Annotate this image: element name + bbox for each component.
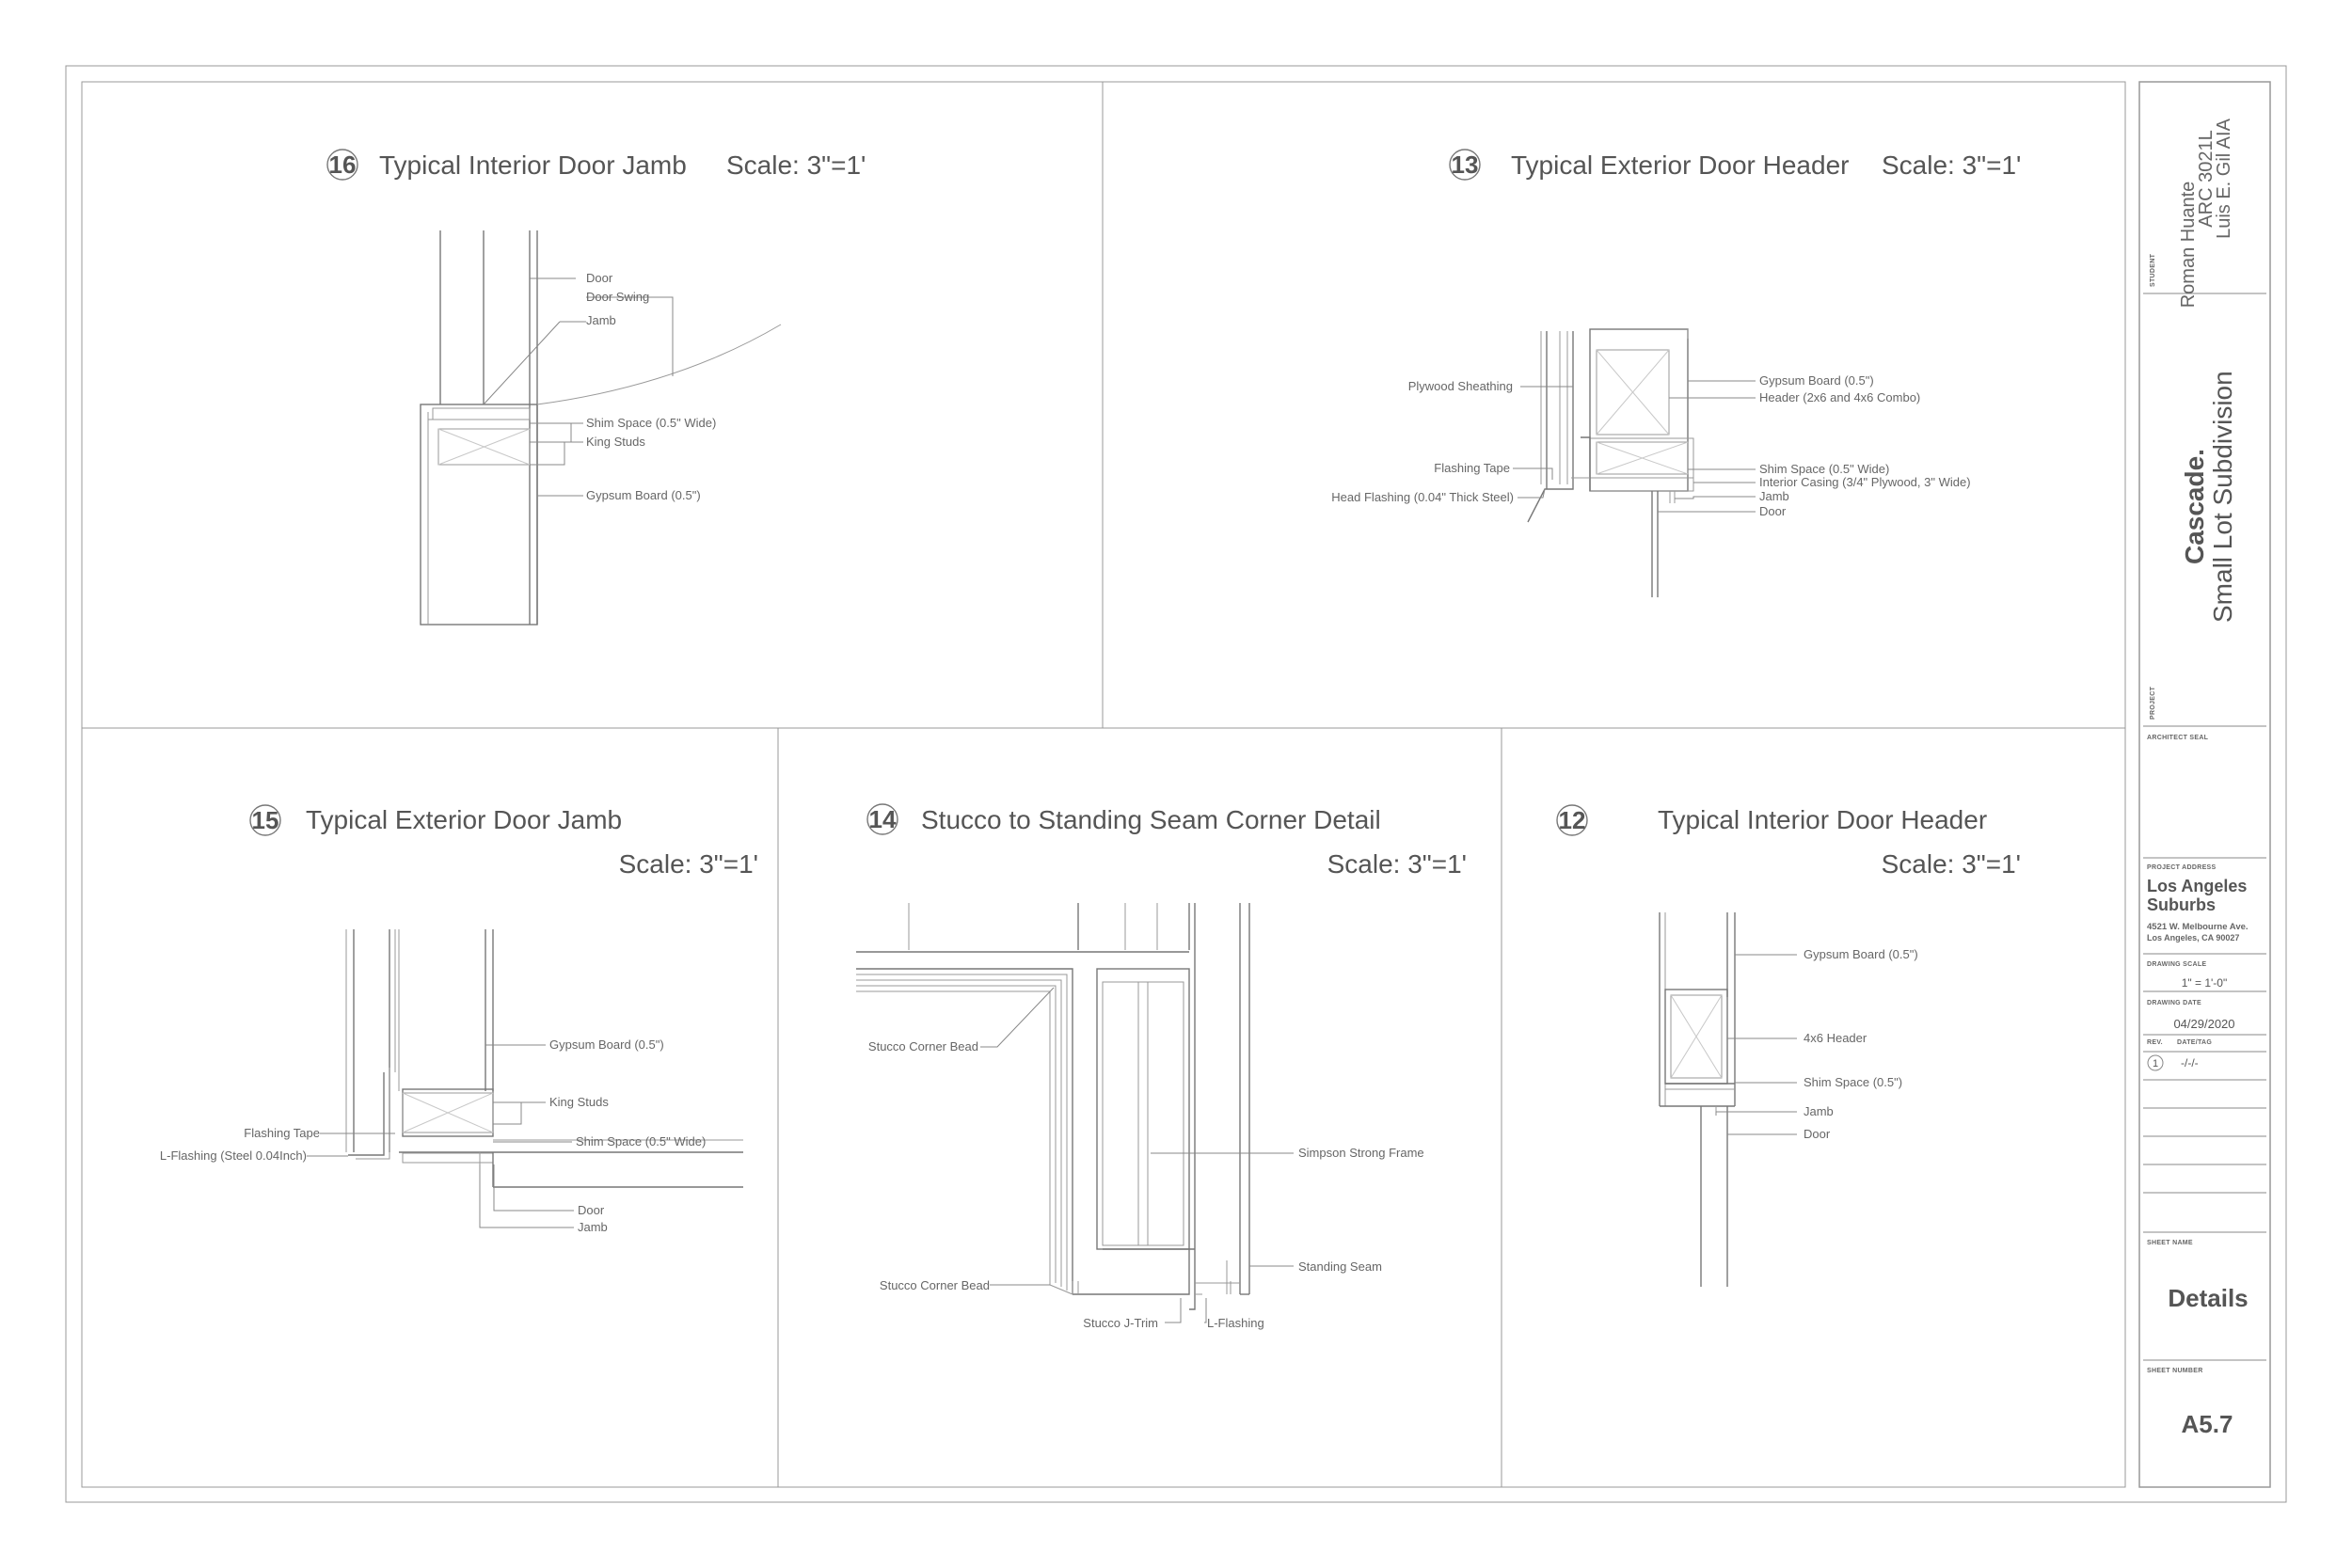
detail-scale: Scale: 3"=1' bbox=[1327, 849, 1467, 879]
sheet-number-label: SHEET NUMBER bbox=[2147, 1368, 2203, 1374]
callout-label: Flashing Tape bbox=[1434, 461, 1510, 475]
detail-12-drawing bbox=[1659, 912, 1736, 1287]
sheet-number: A5.7 bbox=[2182, 1410, 2233, 1438]
callout-label: L-Flashing (Steel 0.04Inch) bbox=[160, 1148, 307, 1163]
detail-15-drawing bbox=[345, 929, 743, 1188]
address-title: Suburbs bbox=[2147, 895, 2216, 914]
detail-number-circle bbox=[866, 803, 898, 835]
callout-label: Shim Space (0.5" Wide) bbox=[586, 416, 716, 430]
callout-label: Door bbox=[578, 1203, 605, 1217]
address-line: 4521 W. Melbourne Ave. bbox=[2147, 922, 2249, 932]
rev-number: 1 bbox=[2153, 1058, 2158, 1069]
project-address-label: PROJECT ADDRESS bbox=[2147, 864, 2217, 871]
detail-number: 12 bbox=[1559, 806, 1586, 834]
drawing-date: 04/29/2020 bbox=[2173, 1017, 2234, 1031]
callout-label: Shim Space (0.5" Wide) bbox=[1759, 462, 1889, 476]
callout-label: Shim Space (0.5") bbox=[1804, 1075, 1902, 1089]
detail-16-leaders bbox=[530, 277, 674, 497]
detail-number-circle bbox=[1556, 804, 1588, 836]
callout-label: Gypsum Board (0.5") bbox=[1804, 947, 1918, 961]
detail-title: Typical Interior Door Header bbox=[1658, 805, 1987, 834]
callout-label: Gypsum Board (0.5") bbox=[1759, 373, 1874, 388]
detail-15: 15 Typical Exterior Door Jamb Scale: 3"=… bbox=[160, 804, 758, 1234]
student-label: STUDENT bbox=[2150, 253, 2156, 287]
project-name: Cascade. bbox=[2180, 449, 2209, 564]
callout-label: L-Flashing bbox=[1207, 1316, 1264, 1330]
outer-border bbox=[65, 65, 2287, 1503]
detail-number: 14 bbox=[869, 805, 897, 833]
architect-seal-label: ARCHITECT SEAL bbox=[2147, 735, 2209, 741]
drawing-scale-label: DRAWING SCALE bbox=[2147, 961, 2206, 968]
callout-label: Head Flashing (0.04" Thick Steel) bbox=[1331, 490, 1514, 504]
callout-label: Stucco Corner Bead bbox=[868, 1039, 978, 1053]
callout-label: Flashing Tape bbox=[244, 1126, 320, 1140]
callout-label: Stucco J-Trim bbox=[1083, 1316, 1158, 1330]
detail-12-leaders bbox=[1715, 954, 1797, 1135]
callout-label: Interior Casing (3/4" Plywood, 3" Wide) bbox=[1759, 475, 1971, 489]
project-subtitle: Small Lot Subdivision bbox=[2208, 371, 2237, 623]
detail-15-leaders bbox=[307, 1044, 574, 1228]
callout-label: Gypsum Board (0.5") bbox=[586, 488, 701, 502]
callout-label: Jamb bbox=[578, 1220, 608, 1234]
detail-13-leaders bbox=[1513, 380, 1756, 513]
callout-label: Door bbox=[1804, 1127, 1831, 1141]
revision-circle bbox=[2147, 1054, 2164, 1071]
callout-label: Door bbox=[1759, 504, 1787, 518]
callout-label: King Studs bbox=[549, 1095, 609, 1109]
detail-number: 15 bbox=[252, 806, 279, 834]
student-name: Roman Huante bbox=[2178, 182, 2199, 309]
address-title: Los Angeles bbox=[2147, 877, 2247, 895]
callout-label: 4x6 Header bbox=[1804, 1031, 1867, 1045]
drawing-area-border bbox=[81, 81, 2126, 1488]
callout-label: Plywood Sheathing bbox=[1408, 379, 1513, 393]
callout-label: Gypsum Board (0.5") bbox=[549, 1037, 664, 1052]
detail-12: 12 Typical Interior Door Header Scale: 3… bbox=[1556, 804, 2021, 1287]
drawing-scale: 1" = 1'-0" bbox=[2182, 976, 2228, 990]
detail-16: 16 Typical Interior Door Jamb Scale: 3"=… bbox=[326, 149, 866, 626]
callout-label: Door Swing bbox=[586, 290, 649, 304]
detail-13-drawing bbox=[1527, 328, 1694, 597]
detail-scale: Scale: 3"=1' bbox=[1882, 150, 2021, 180]
course-code: ARC 3021L bbox=[2196, 130, 2217, 227]
callout-label: Jamb bbox=[1759, 489, 1789, 503]
detail-scale: Scale: 3"=1' bbox=[1882, 849, 2021, 879]
detail-14: 14 Stucco to Standing Seam Corner Detail… bbox=[856, 803, 1467, 1330]
detail-number: 16 bbox=[329, 150, 357, 179]
detail-16-drawing bbox=[420, 230, 782, 626]
detail-title: Stucco to Standing Seam Corner Detail bbox=[921, 805, 1381, 834]
address-line: Los Angeles, CA 90027 bbox=[2147, 933, 2239, 942]
rev-label: REV. bbox=[2147, 1039, 2163, 1046]
callout-label: Door bbox=[586, 271, 613, 285]
callout-label: King Studs bbox=[586, 435, 645, 449]
sheet-name-label: SHEET NAME bbox=[2147, 1240, 2193, 1246]
title-block-border bbox=[2138, 81, 2271, 1488]
project-label: PROJECT bbox=[2150, 686, 2156, 720]
detail-number-circle bbox=[326, 149, 358, 181]
detail-title: Typical Exterior Door Jamb bbox=[306, 805, 622, 834]
detail-number: 13 bbox=[1452, 150, 1479, 179]
detail-title: Typical Exterior Door Header bbox=[1511, 150, 1849, 180]
callout-label: Simpson Strong Frame bbox=[1298, 1146, 1424, 1160]
detail-title: Typical Interior Door Jamb bbox=[379, 150, 687, 180]
callout-label: Jamb bbox=[586, 313, 616, 327]
detail-number-circle bbox=[1449, 149, 1481, 181]
callout-label: Jamb bbox=[1804, 1104, 1834, 1118]
detail-13: 13 Typical Exterior Door Header Scale: 3… bbox=[1331, 149, 2021, 597]
sheet-name: Details bbox=[2168, 1284, 2248, 1312]
callout-label: Shim Space (0.5" Wide) bbox=[576, 1134, 706, 1148]
detail-14-drawing bbox=[856, 903, 1250, 1310]
drawing-date-label: DRAWING DATE bbox=[2147, 1000, 2201, 1006]
detail-scale: Scale: 3"=1' bbox=[726, 150, 866, 180]
detail-number-circle bbox=[249, 804, 281, 836]
callout-label: Standing Seam bbox=[1298, 1259, 1382, 1274]
instructor: Luis E. Gil AIA bbox=[2214, 118, 2234, 238]
callout-label: Header (2x6 and 4x6 Combo) bbox=[1759, 390, 1920, 404]
detail-14-leaders bbox=[980, 987, 1294, 1323]
title-block: STUDENT Roman Huante ARC 3021L Luis E. G… bbox=[2138, 81, 2271, 1488]
callout-label: Stucco Corner Bead bbox=[880, 1278, 990, 1292]
rev-date: -/-/- bbox=[2181, 1056, 2199, 1069]
date-tag-label: DATE/TAG bbox=[2177, 1039, 2212, 1046]
detail-scale: Scale: 3"=1' bbox=[619, 849, 758, 879]
